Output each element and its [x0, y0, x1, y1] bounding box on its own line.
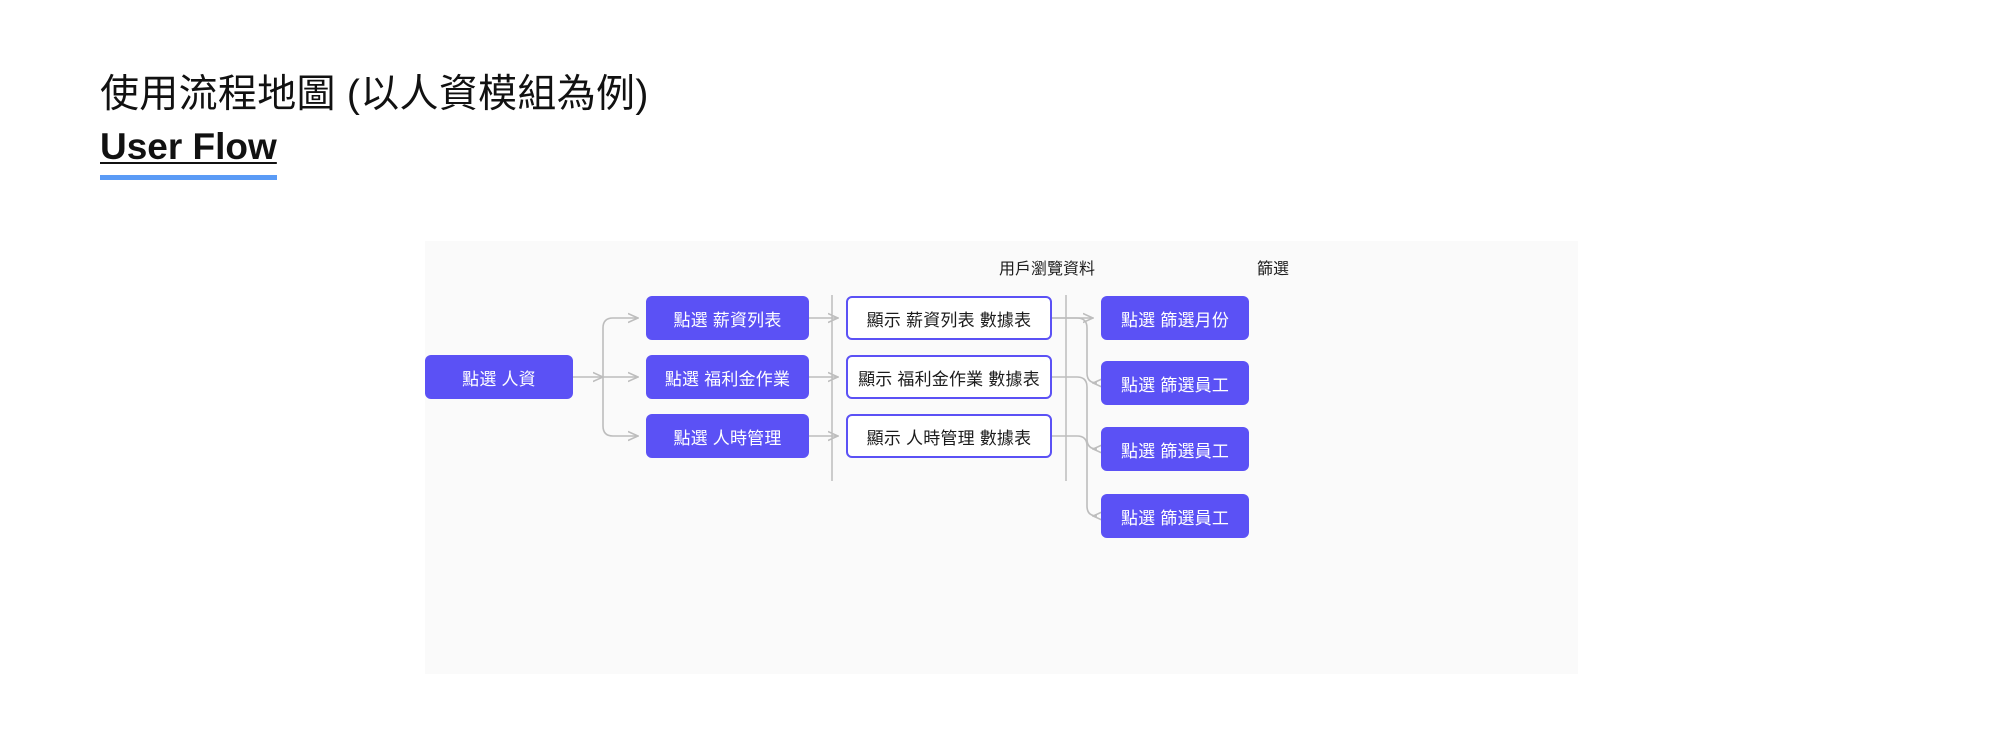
flow-node-filter-employee-3[interactable]: 點選 篩選員工	[1101, 494, 1249, 538]
page-subtitle-underline: User Flow	[100, 126, 277, 180]
flow-node-select-welfare-operation[interactable]: 點選 福利金作業	[646, 355, 809, 399]
column-header-data-view: 用戶瀏覽資料	[998, 261, 1096, 278]
flow-node-show-welfare-operation-table[interactable]: 顯示 福利金作業 數據表	[846, 355, 1052, 399]
flow-node-filter-employee-2[interactable]: 點選 篩選員工	[1101, 427, 1249, 471]
flow-node-filter-employee-1[interactable]: 點選 篩選員工	[1101, 361, 1249, 405]
flow-node-filter-month[interactable]: 點選 篩選月份	[1101, 296, 1249, 340]
flow-node-show-time-management-table[interactable]: 顯示 人時管理 數據表	[846, 414, 1052, 458]
page-title: 使用流程地圖 (以人資模組為例)	[100, 73, 649, 116]
column-header-filter: 篩選	[1256, 261, 1290, 278]
page-header: 使用流程地圖 (以人資模組為例) User Flow	[100, 72, 649, 180]
page-subtitle: User Flow	[100, 126, 277, 168]
flow-node-select-time-management[interactable]: 點選 人時管理	[646, 414, 809, 458]
flow-canvas: 用戶瀏覽資料 篩選 點選 人資 點選 薪資列表 點選 福利金作業 點選 人時管理…	[425, 241, 1578, 674]
flow-connectors	[572, 295, 1578, 674]
flow-node-show-payroll-list-table[interactable]: 顯示 薪資列表 數據表	[846, 296, 1052, 340]
flow-node-select-payroll-list[interactable]: 點選 薪資列表	[646, 296, 809, 340]
flow-node-entry-hr[interactable]: 點選 人資	[425, 355, 573, 399]
